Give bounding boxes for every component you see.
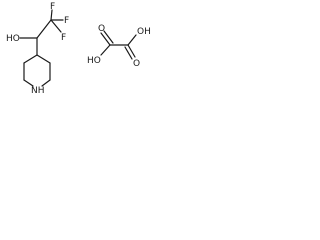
bond-cf3-to-choh: [36, 19, 52, 39]
bond-ring-n-c6: [41, 79, 51, 87]
bond-ring-c4-c3: [23, 54, 38, 64]
atom-label-fluorine-right-top: F: [64, 16, 69, 26]
bond-ring-c2-n: [23, 79, 34, 87]
bond-cf3-to-f-right-bottom: [50, 19, 62, 33]
oxalic-acid-molecule: HO OH O O: [87, 24, 151, 69]
bond-ring-c5-c4: [36, 54, 51, 64]
bond-left-c-to-oh: [100, 44, 111, 56]
atom-label-right-carbonyl-oxygen: O: [133, 59, 140, 69]
bond-cf3-to-f-top: [50, 9, 53, 21]
bond-left-c-to-o-double-a: [100, 32, 111, 46]
atom-label-fluorine-right-bottom: F: [61, 33, 66, 43]
bond-right-c-to-o-double-a: [127, 44, 136, 58]
atom-label-right-hydroxyl: OH: [137, 27, 151, 37]
atom-label-left-carbonyl-oxygen: O: [98, 24, 105, 34]
atom-label-amine: NH: [31, 86, 45, 96]
bond-left-c-to-o-double-b: [103, 30, 114, 44]
atom-label-left-hydroxyl: HO: [87, 56, 101, 66]
trifluoroethanol-piperidine-molecule: F F F HO NH: [6, 2, 69, 96]
chemical-structure-diagram: F F F HO NH HO OH O O: [6, 2, 151, 96]
atom-label-hydroxyl: HO: [6, 34, 20, 44]
atom-label-fluorine-top: F: [50, 2, 55, 12]
bond-right-c-to-o-double-b: [124, 46, 133, 60]
bond-right-c-to-oh: [127, 34, 137, 46]
